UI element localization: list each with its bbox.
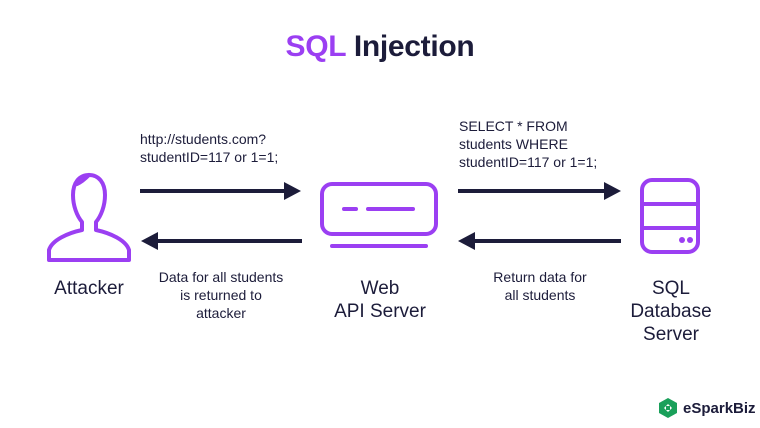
returned-line3: attacker [196, 305, 246, 321]
arrow-api-to-db-head [604, 182, 621, 200]
attacker-label: Attacker [54, 278, 124, 299]
request-url-message: http://students.com? studentID=117 or 1=… [140, 130, 278, 166]
esparkbiz-logo: eSparkBiz [657, 397, 756, 419]
api-server-icon [320, 182, 438, 248]
title-rest: Injection [353, 30, 475, 63]
return-data-line1: Return data for [493, 269, 587, 285]
esparkbiz-logo-mark-icon [659, 398, 677, 418]
returned-to-attacker-message: Data for all students is returned to att… [140, 268, 302, 322]
esparkbiz-logo-text: eSparkBiz [683, 399, 756, 417]
returned-line1: Data for all students [158, 269, 284, 285]
database-label-line2: Database [630, 301, 712, 322]
database-label-line1: SQL [651, 278, 691, 299]
database-icon [640, 178, 700, 254]
arrow-db-to-api-head [458, 232, 475, 250]
diagram-title: SQL Injection [0, 30, 760, 64]
sql-query-line1: SELECT * FROM [459, 118, 568, 134]
return-data-line2: all students [504, 287, 576, 303]
title-accent: SQL [285, 30, 347, 63]
database-label-line3: Server [643, 324, 699, 345]
arrow-api-to-attacker-head [141, 232, 158, 250]
api-server-label: Web API Server [300, 277, 460, 323]
api-server-label-line2: API Server [334, 301, 426, 322]
database-label: SQL Database Server [606, 277, 736, 346]
return-data-message: Return data for all students [468, 268, 612, 304]
sql-query-line3: studentID=117 or 1=1; [459, 154, 598, 170]
request-url-line1: http://students.com? [140, 131, 267, 147]
request-url-line2: studentID=117 or 1=1; [140, 149, 279, 165]
api-server-label-line1: Web [360, 278, 400, 299]
returned-line2: is returned to [180, 287, 262, 303]
attacker-person-icon [47, 173, 131, 262]
sql-query-line2: students WHERE [459, 136, 568, 152]
arrow-attacker-to-api-head [284, 182, 301, 200]
sql-query-message: SELECT * FROM students WHERE studentID=1… [459, 117, 597, 171]
